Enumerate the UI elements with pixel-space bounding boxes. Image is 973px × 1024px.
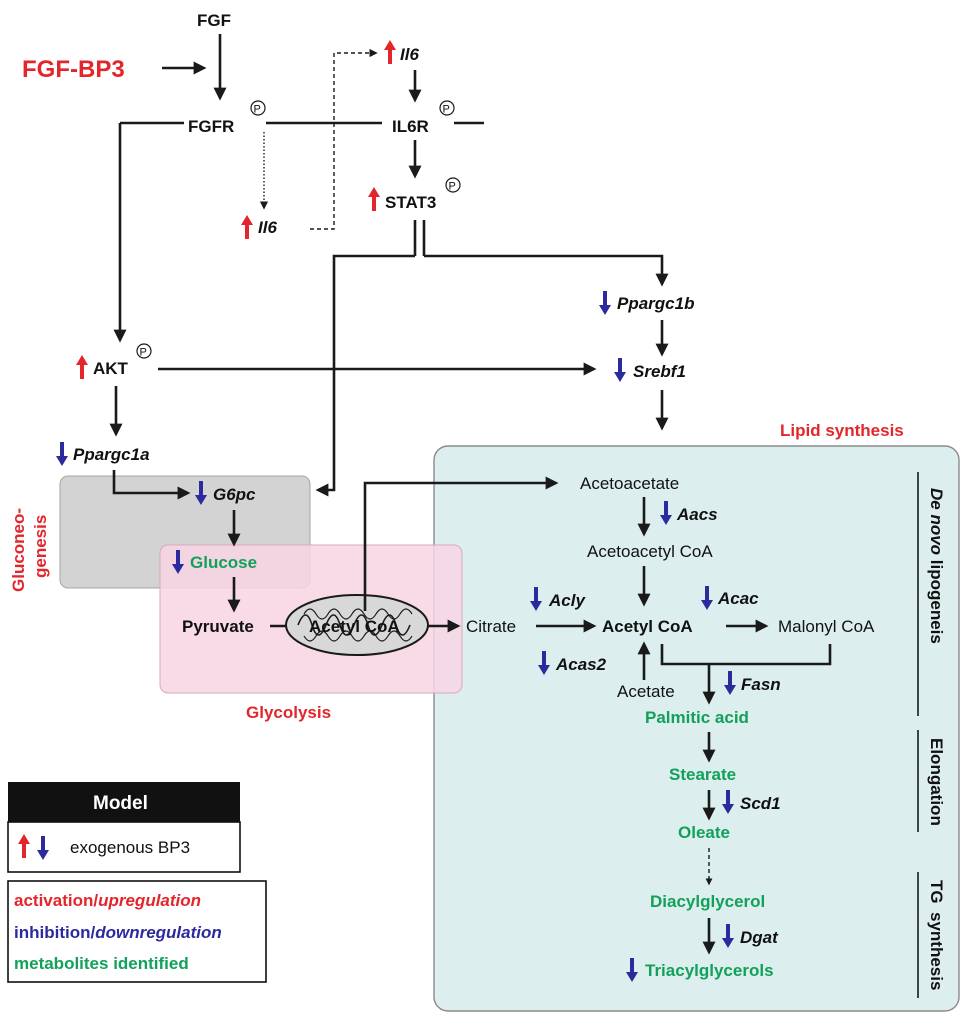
legend: Model exogenous BP3 activation/upregulat… (7, 782, 267, 983)
mitochondrion-shape (285, 594, 429, 656)
il6-low-node: Il6 (258, 218, 277, 237)
scd1-node: Scd1 (740, 794, 781, 813)
citrate-node: Citrate (466, 617, 516, 636)
fgf-bp3-node: FGF-BP3 (22, 56, 125, 83)
stearate-node: Stearate (669, 765, 736, 784)
il6-top-node: Il6 (400, 45, 419, 64)
glycolysis-label: Glycolysis (246, 703, 331, 722)
palmitic-acid-node: Palmitic acid (645, 708, 749, 727)
legend-title: Model (93, 793, 148, 814)
stat3-node: STAT3 (385, 193, 436, 212)
fgfr-node: FGFR (188, 117, 234, 136)
acly-node: Acly (548, 591, 586, 610)
lipid-synthesis-region (433, 445, 960, 1012)
acac-node: Acac (717, 589, 759, 608)
gluconeogenesis-label-1: Gluconeo- (9, 508, 28, 592)
il6r-node: IL6R (392, 117, 429, 136)
akt-node: AKT (93, 359, 129, 378)
acetoacetate-node: Acetoacetate (580, 474, 679, 493)
g6pc-node: G6pc (213, 485, 256, 504)
legend-activation: activation/upregulation (14, 891, 201, 910)
aacs-node: Aacs (676, 505, 718, 524)
tg-label: TG (927, 880, 946, 904)
stat3-phospho: P (449, 181, 456, 193)
diacylglycerol-node: Diacylglycerol (650, 892, 765, 911)
glucose-node: Glucose (190, 553, 257, 572)
acetyl-coa-mito-node: Acetyl CoA (309, 617, 400, 636)
malonyl-coa-node: Malonyl CoA (778, 617, 875, 636)
fgf-node: FGF (197, 11, 231, 30)
il6r-phospho: P (443, 104, 450, 116)
acetoacetyl-coa-node: Acetoacetyl CoA (587, 542, 713, 561)
ppargc1b-node: Ppargc1b (617, 294, 694, 313)
legend-arrows-label: exogenous BP3 (70, 838, 190, 857)
tg-synthesis-label: synthesis (927, 912, 946, 990)
acas2-node: Acas2 (555, 655, 607, 674)
de-novo-label: De novo lipogeneis (927, 488, 946, 644)
elongation-label: Elongation (927, 738, 946, 826)
srebf1-node: Srebf1 (633, 362, 686, 381)
dgat-node: Dgat (740, 928, 779, 947)
ppargc1a-node: Ppargc1a (73, 445, 150, 464)
akt-phospho: P (140, 347, 147, 359)
legend-metabolites: metabolites identified (14, 954, 189, 973)
triacylglycerols-node: Triacylglycerols (645, 961, 774, 980)
legend-inhibition: inhibition/downregulation (14, 923, 222, 942)
pyruvate-node: Pyruvate (182, 617, 254, 636)
acetyl-coa-node: Acetyl CoA (602, 617, 693, 636)
fasn-node: Fasn (741, 675, 781, 694)
acetate-node: Acetate (617, 682, 675, 701)
gluconeogenesis-label-2: genesis (31, 515, 50, 578)
lipid-synthesis-label: Lipid synthesis (780, 421, 904, 440)
fgfr-phospho: P (254, 104, 261, 116)
oleate-node: Oleate (678, 823, 730, 842)
